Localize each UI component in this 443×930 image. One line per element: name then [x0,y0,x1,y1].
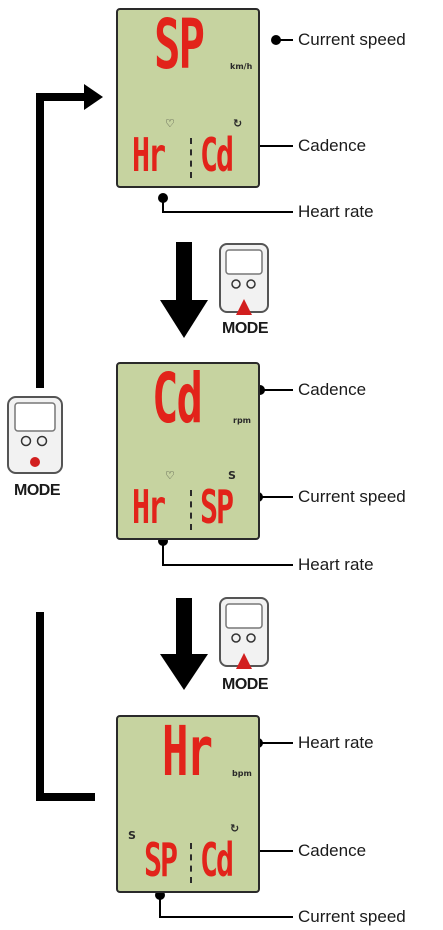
cadence-icon: ↻ [233,118,242,129]
unit-label: bpm [232,769,252,778]
callout-current-speed: Current speed [298,488,406,505]
heart-icon: ♡ [165,470,175,481]
speed-s-icon: S [128,830,136,841]
sub-display-right: SP [200,486,232,533]
callout-heart-rate: Heart rate [298,203,374,220]
callout-heart-rate: Heart rate [298,734,374,751]
main-display-value: Hr [162,719,211,787]
callout-heart-rate: Heart rate [298,556,374,573]
cadence-icon: ↻ [230,823,239,834]
callout-cadence: Cadence [298,381,366,398]
callout-current-speed: Current speed [298,31,406,48]
mode-button-icon [8,397,62,473]
lcd-screen-2: Cd rpm ♡ S Hr SP [116,362,260,540]
unit-label: rpm [233,416,251,425]
speed-s-icon: S [228,470,236,481]
mode-button-icon [220,598,268,669]
divider [190,490,192,530]
callout-current-speed: Current speed [298,908,406,925]
lcd-screen-1: SP km/h ♡ ↻ Hr Cd [116,8,260,188]
main-display-value: Cd [152,366,201,434]
lcd-screen-3: Hr bpm S ↻ SP Cd [116,715,260,893]
divider [190,843,192,883]
mode-label: MODE [4,482,70,500]
sub-display-left: SP [144,839,176,886]
divider [190,138,192,178]
mode-label: MODE [212,676,278,694]
mode-label: MODE [212,320,278,338]
sub-display-left: Hr [132,486,164,533]
sub-display-right: Cd [200,134,232,181]
arrow-down-icon [160,242,208,338]
heart-icon: ♡ [165,118,175,129]
main-display-value: SP [154,12,203,80]
callout-cadence: Cadence [298,842,366,859]
sub-display-right: Cd [200,839,232,886]
sub-display-left: Hr [132,134,164,181]
mode-button-icon [220,244,268,315]
arrow-down-icon [160,598,208,690]
callout-cadence: Cadence [298,137,366,154]
unit-label: km/h [230,62,252,71]
